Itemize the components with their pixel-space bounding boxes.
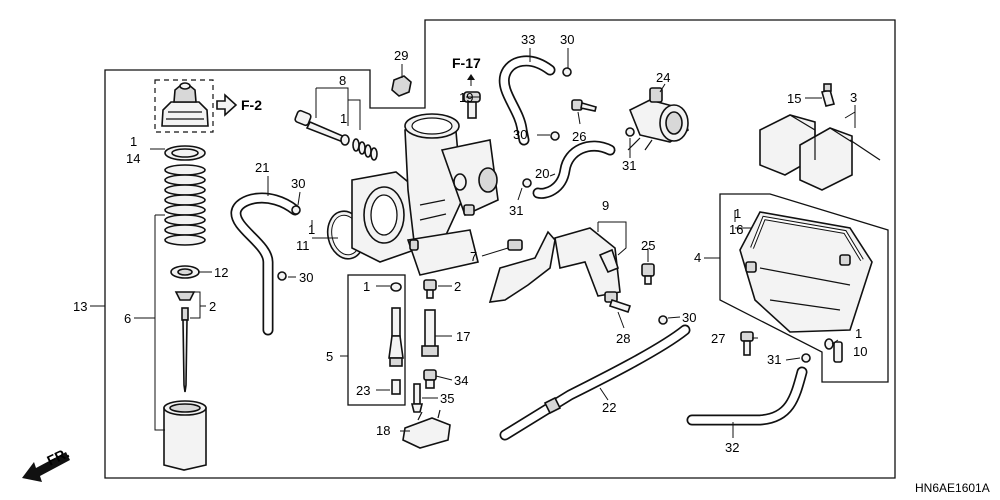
callout-25: 25 — [641, 238, 655, 253]
callout-32: 32 — [725, 440, 739, 455]
clip-31-lower — [801, 353, 811, 363]
hose-33 — [498, 55, 556, 146]
callout-7: 7 — [470, 249, 477, 264]
callout-14: 14 — [126, 151, 140, 166]
tube-32 — [686, 366, 808, 426]
clip-30-upper-left — [291, 205, 301, 215]
labels: F-2 F-17 FR. HN6AE1601A 29 8 1 33 30 24 … — [44, 32, 989, 495]
clip-30-lower-left — [277, 271, 287, 281]
callout-9: 9 — [602, 198, 609, 213]
throttle-valve — [163, 400, 207, 471]
needle-jet-holder-17 — [421, 309, 439, 357]
callout-24: 24 — [656, 70, 670, 85]
clip-15 — [821, 83, 835, 107]
f2-reference-arrow — [216, 93, 238, 117]
callout-21: 21 — [255, 160, 269, 175]
callout-29: 29 — [394, 48, 408, 63]
clip-31-middle — [522, 178, 532, 188]
needle-clip — [174, 291, 196, 301]
callout-30-right: 30 — [682, 310, 696, 325]
callout-30-lower-left: 30 — [299, 270, 313, 285]
top-cap — [161, 82, 209, 127]
callout-23: 23 — [356, 383, 370, 398]
callout-2-needle: 2 — [209, 299, 216, 314]
bracket-9 — [554, 227, 621, 297]
drawing-code: HN6AE1601A — [915, 481, 990, 495]
jet-group-frame — [347, 274, 406, 406]
callout-1-gasket16: 1 — [734, 206, 741, 221]
front-arrow-icon — [22, 452, 70, 482]
leader-lines — [198, 48, 856, 438]
callout-22: 22 — [602, 400, 616, 415]
callout-34: 34 — [454, 373, 468, 388]
bolt-2-jet — [423, 279, 437, 299]
callout-20: 20 — [535, 166, 549, 181]
callout-17: 17 — [456, 329, 470, 344]
ref-f17-label: F-17 — [452, 55, 481, 71]
callout-5: 5 — [326, 349, 333, 364]
screw-10 — [824, 338, 843, 363]
bracket-7 — [488, 230, 556, 303]
needle-collar — [181, 307, 189, 321]
callout-2-jet: 2 — [454, 279, 461, 294]
float-18 — [402, 409, 451, 449]
callout-6: 6 — [124, 311, 131, 326]
callout-26: 26 — [572, 129, 586, 144]
hose-20 — [532, 140, 616, 199]
outer-frame — [104, 19, 896, 479]
tube-22 — [499, 324, 691, 441]
jet-group-5 — [388, 282, 404, 395]
callout-4: 4 — [694, 250, 701, 265]
clip-30-top — [562, 67, 572, 77]
jet-needle — [182, 319, 188, 393]
callout-11: 11 — [296, 238, 310, 253]
callout-1-screw: 1 — [340, 111, 347, 126]
throttle-spring — [164, 164, 206, 246]
callout-18: 18 — [376, 423, 390, 438]
bolt-26 — [571, 99, 597, 112]
carburetor-body — [351, 113, 499, 276]
pilot-screw-8 — [294, 109, 378, 161]
callout-30-hose21: 30 — [291, 176, 305, 191]
callout-1-oring: 1 — [308, 222, 315, 237]
callout-10: 10 — [853, 344, 867, 359]
callout-8: 8 — [339, 73, 346, 88]
callout-1-gasket: 1 — [130, 134, 137, 149]
clip-30-middle — [550, 131, 560, 141]
air-cut-valve-4 — [739, 211, 873, 333]
callout-30-top: 30 — [560, 32, 574, 47]
callout-35: 35 — [440, 391, 454, 406]
callout-27: 27 — [711, 331, 725, 346]
bolt-25 — [641, 263, 655, 285]
callout-13: 13 — [73, 299, 87, 314]
main-jet-34 — [423, 369, 437, 389]
callout-3: 3 — [850, 90, 857, 105]
ref-f2-label: F-2 — [241, 97, 262, 113]
callout-28: 28 — [616, 331, 630, 346]
air-cut-valve-frame — [719, 193, 889, 383]
screw-27 — [740, 331, 754, 356]
callout-1-screw10: 1 — [855, 326, 862, 341]
callout-1-jet: 1 — [363, 279, 370, 294]
valve-24 — [627, 87, 689, 151]
clip-31-upper — [625, 127, 635, 137]
clip-30-right — [658, 315, 668, 325]
screw-28 — [604, 291, 632, 314]
callout-31-lower: 31 — [767, 352, 781, 367]
top-cap-dashed-box — [154, 79, 214, 133]
callout-31-mid: 31 — [509, 203, 523, 218]
bracket-6 — [154, 215, 165, 431]
element-3 — [759, 114, 881, 191]
callout-19: 19 — [459, 90, 473, 105]
callout-30-mid: 30 — [513, 127, 527, 142]
hose-21 — [230, 192, 301, 336]
float-valve-35 — [410, 383, 424, 413]
callout-31-upper: 31 — [622, 158, 636, 173]
callout-12: 12 — [214, 265, 228, 280]
nut-29 — [391, 75, 412, 97]
callout-16: 16 — [729, 222, 743, 237]
callout-15: 15 — [787, 91, 801, 106]
callout-33: 33 — [521, 32, 535, 47]
